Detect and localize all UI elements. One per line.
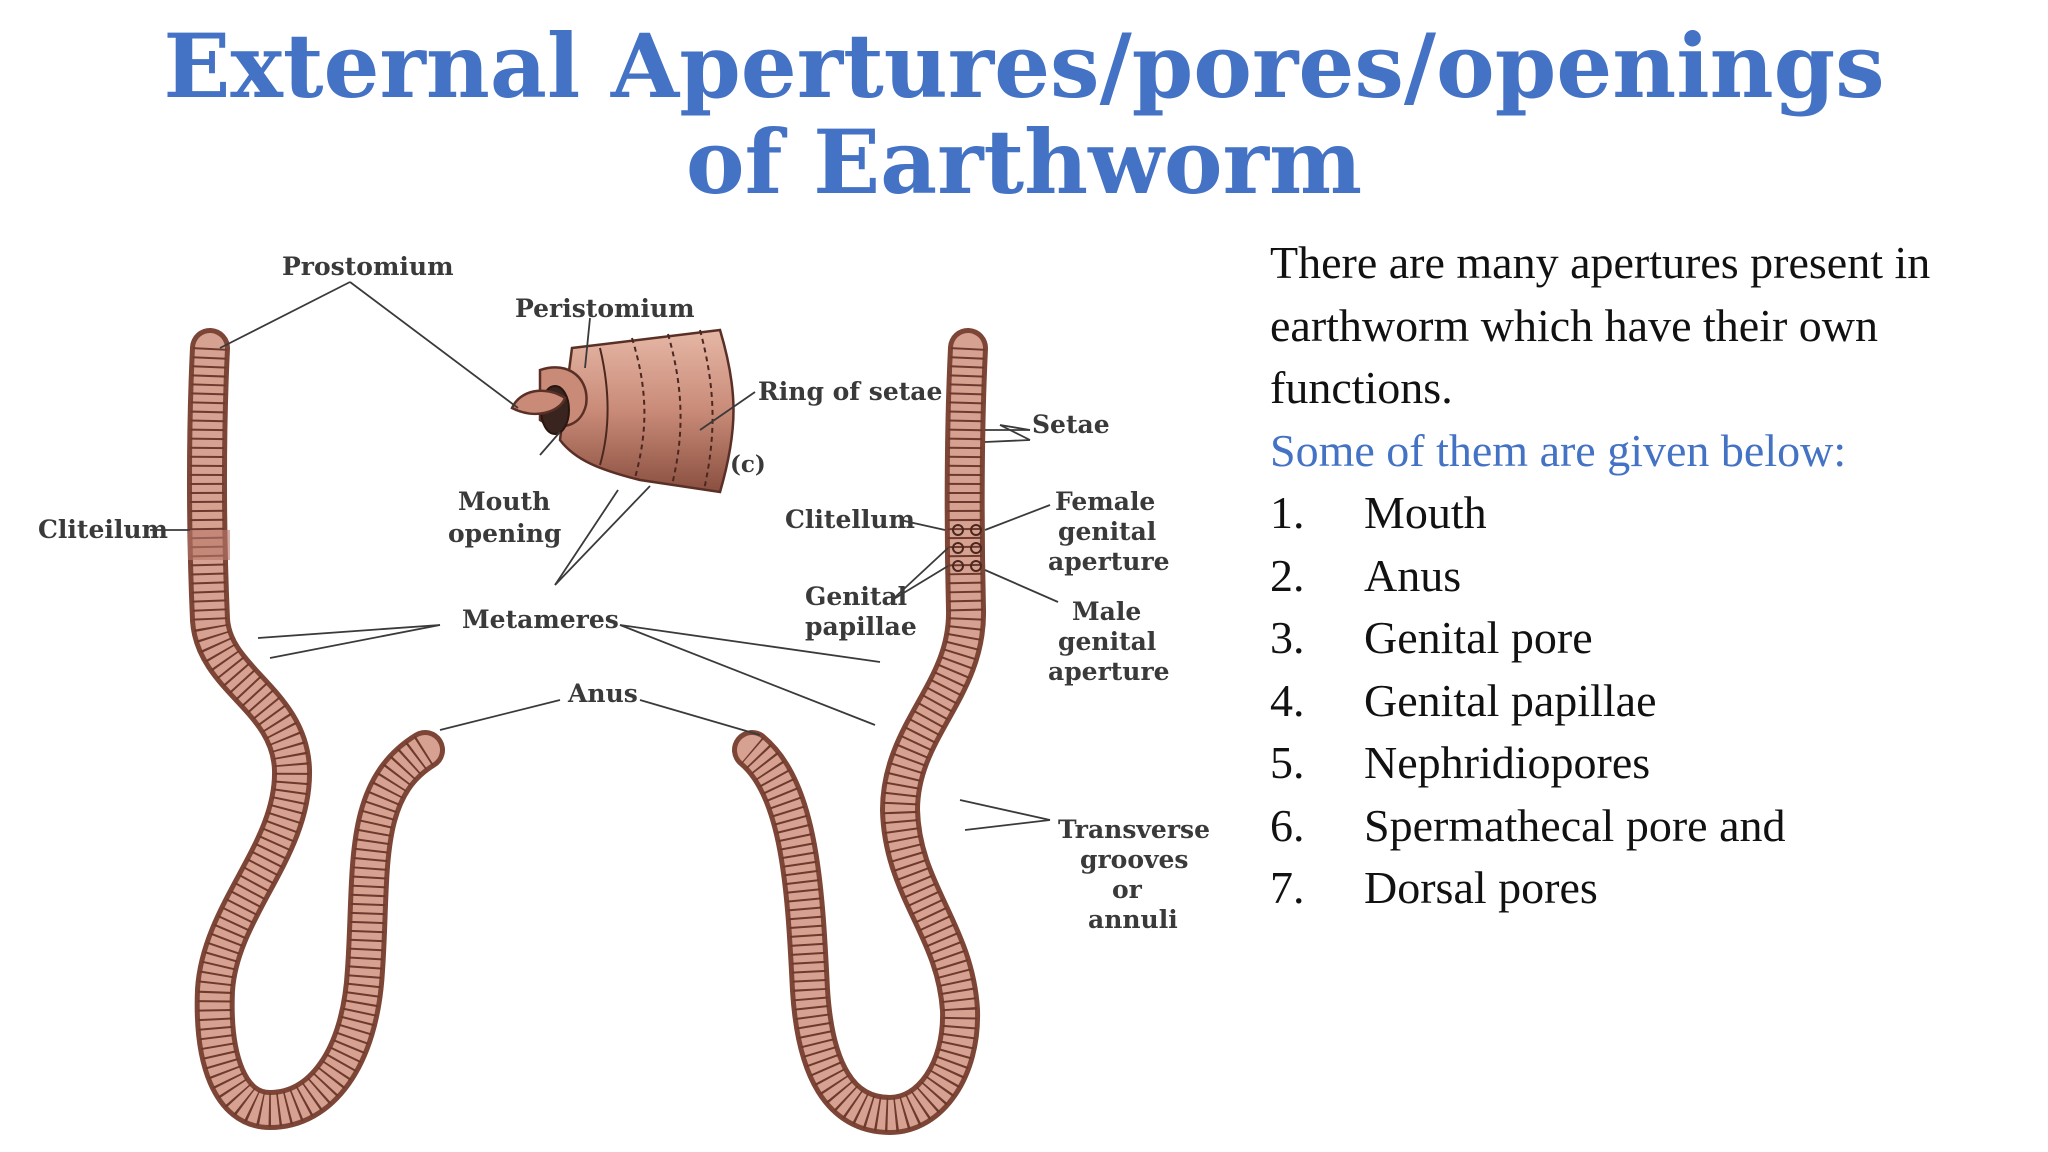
list-item-label: Nephridiopores xyxy=(1364,737,1651,788)
list-item: 2. Anus xyxy=(1270,545,2030,608)
list-item-number: 5. xyxy=(1270,737,1305,788)
label-genital-papillae-1: Genital xyxy=(805,582,907,611)
left-worm-outline xyxy=(187,328,445,1131)
diagram-labels: Prostomium Peristomium Ring of setae (c)… xyxy=(38,252,1210,934)
list-item-number: 1. xyxy=(1270,487,1305,538)
apertures-list: 1. Mouth 2. Anus 3. Genital pore 4. Genital … xyxy=(1270,482,2030,920)
label-female-1: Female xyxy=(1055,487,1155,516)
label-male-1: Male xyxy=(1072,597,1141,626)
anterior-closeup xyxy=(510,328,735,494)
intro-paragraph: There are many apertures present in eart… xyxy=(1270,237,1931,413)
label-anus: Anus xyxy=(567,679,638,708)
list-item-label: Genital papillae xyxy=(1364,674,1657,726)
right-worm-body xyxy=(737,333,983,1131)
list-item: 1. Mouth xyxy=(1270,482,2030,545)
label-prostomium: Prostomium xyxy=(282,252,454,281)
label-mouth-opening-1: Mouth xyxy=(458,487,550,516)
list-item-number: 2. xyxy=(1270,549,1305,601)
label-transverse-3: or xyxy=(1112,875,1143,904)
list-item-number: 3. xyxy=(1270,612,1305,663)
list-item: 5. Nephridiopores xyxy=(1270,732,2030,795)
prostomium-lobe xyxy=(510,389,567,416)
label-female-3: aperture xyxy=(1048,547,1170,576)
title-line-1: External Apertures/pores/openings xyxy=(163,14,1885,118)
label-female-2: genital xyxy=(1058,517,1156,546)
right-worm-segments xyxy=(740,347,985,1133)
left-worm-segments xyxy=(190,347,435,1128)
list-item-label: Spermathecal pore and xyxy=(1364,799,1786,851)
right-worm xyxy=(732,328,988,1136)
label-clitellum-left: Cliteilum xyxy=(38,515,168,544)
label-genital-papillae-2: papillae xyxy=(805,612,917,641)
label-setae: Setae xyxy=(1032,410,1110,439)
label-peristomium: Peristomium xyxy=(515,294,695,323)
list-item-number: 4. xyxy=(1270,674,1305,726)
label-transverse-1: Transverse xyxy=(1058,815,1210,844)
list-item-label: Genital pore xyxy=(1364,612,1593,663)
earthworm-diagram-svg: Prostomium Peristomium Ring of setae (c)… xyxy=(38,252,1210,1136)
slide-title: External Apertures/pores/openings of Ear… xyxy=(0,18,2048,210)
list-item-label: Mouth xyxy=(1364,487,1487,538)
left-worm-body xyxy=(192,333,440,1126)
list-item-number: 7. xyxy=(1270,862,1305,913)
list-item-number: 6. xyxy=(1270,799,1305,851)
list-item: 3. Genital pore xyxy=(1270,607,2030,670)
earthworm-diagram: Prostomium Peristomium Ring of setae (c)… xyxy=(0,230,1240,1152)
label-male-2: genital xyxy=(1058,627,1156,656)
subheading: Some of them are given below: xyxy=(1270,424,1847,476)
text-panel: There are many apertures present in eart… xyxy=(1270,232,2030,920)
list-item: 4. Genital papillae xyxy=(1270,670,2030,733)
label-panel-c: (c) xyxy=(730,451,766,478)
label-ring-of-setae: Ring of setae xyxy=(758,377,942,406)
label-transverse-4: annuli xyxy=(1088,905,1178,934)
list-item: 6. Spermathecal pore and xyxy=(1270,795,2030,858)
left-clitellum-band xyxy=(188,530,230,560)
list-item-label: Anus xyxy=(1364,549,1462,601)
list-item-label: Dorsal pores xyxy=(1364,862,1598,913)
label-metameres: Metameres xyxy=(462,605,619,634)
list-item: 7. Dorsal pores xyxy=(1270,857,2030,920)
genital-apertures xyxy=(952,524,982,572)
leader-lines xyxy=(150,281,1059,831)
label-male-3: aperture xyxy=(1048,657,1170,686)
label-transverse-2: grooves xyxy=(1080,845,1189,874)
label-mouth-opening-2: opening xyxy=(448,519,561,548)
title-line-2: of Earthworm xyxy=(685,110,1363,214)
left-worm xyxy=(187,328,445,1131)
label-clitellum-right: Clitellum xyxy=(785,505,915,534)
